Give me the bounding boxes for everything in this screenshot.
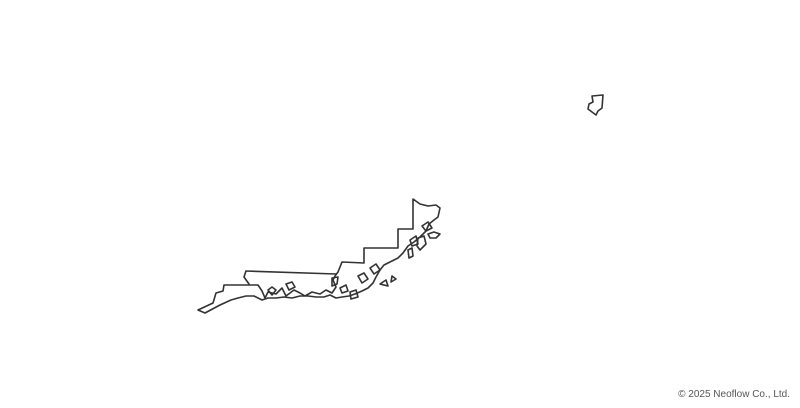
island-12 [421, 221, 433, 232]
island-3 [339, 284, 349, 294]
island-13 [409, 235, 419, 247]
island-4 [349, 289, 359, 300]
map-attribution: © 2025 Neoflow Co., Ltd. [678, 389, 790, 400]
island-9 [407, 247, 414, 259]
island-14 [331, 276, 339, 287]
island-5 [357, 272, 369, 284]
island-8 [390, 275, 397, 283]
mainland-coast-outline [197, 198, 441, 314]
boundary-line [243, 270, 337, 285]
island-6 [369, 263, 381, 275]
island-1 [267, 286, 277, 296]
small-island-outline [587, 94, 604, 116]
island-7 [379, 279, 389, 287]
island-11 [427, 231, 441, 239]
island-2 [285, 281, 296, 291]
